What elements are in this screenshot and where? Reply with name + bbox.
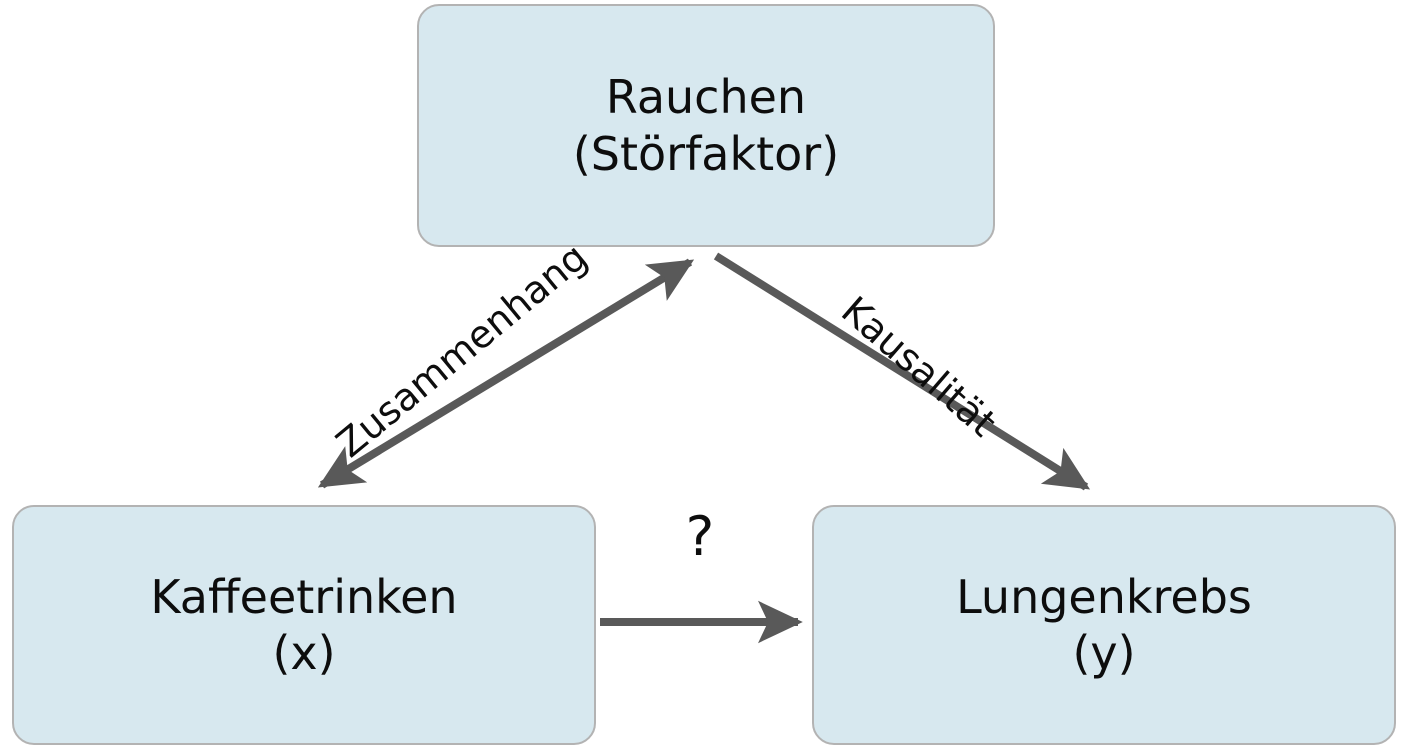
node-confounder[interactable]: Rauchen (Störfaktor) xyxy=(417,4,995,247)
node-exposure-title: Kaffeetrinken xyxy=(150,569,458,624)
edge-causality-line xyxy=(713,252,1091,491)
node-outcome[interactable]: Lungenkrebs (y) xyxy=(812,505,1396,745)
node-outcome-subtitle: (y) xyxy=(1072,626,1136,680)
node-exposure-subtitle: (x) xyxy=(272,626,336,680)
node-exposure[interactable]: Kaffeetrinken (x) xyxy=(12,505,596,745)
edge-association-line xyxy=(317,258,695,489)
node-confounder-title: Rauchen xyxy=(605,70,807,125)
node-confounder-subtitle: (Störfaktor) xyxy=(572,126,840,181)
edge-label-question-mark: ? xyxy=(685,505,715,568)
node-outcome-title: Lungenkrebs xyxy=(956,569,1252,624)
